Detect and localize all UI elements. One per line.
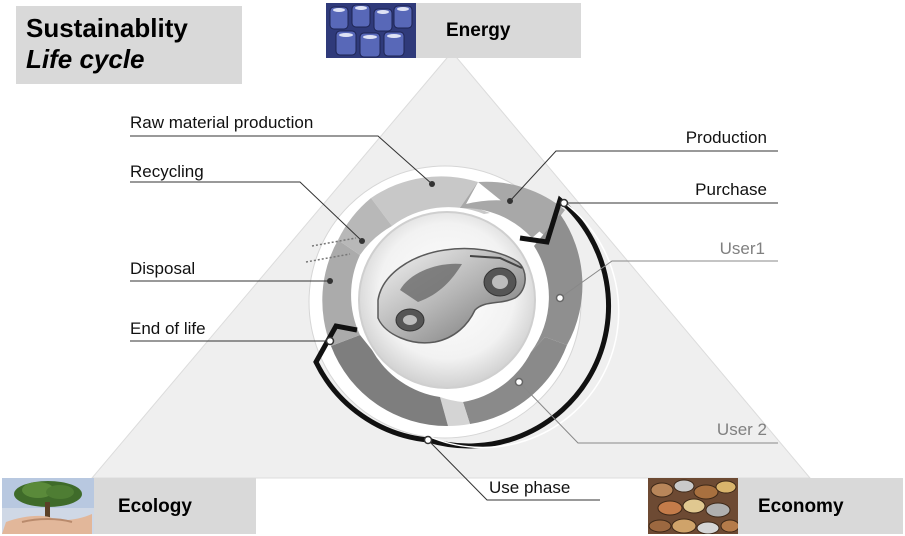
label-raw-material-production: Raw material production — [130, 113, 314, 132]
leader-production — [509, 150, 778, 202]
recycling-hint-line-2 — [305, 253, 351, 263]
leader-dots — [325, 181, 569, 445]
leader-raw-material — [130, 135, 433, 185]
leader-user2 — [518, 381, 778, 444]
tree-in-hands-icon — [2, 478, 94, 534]
leader-use-phase — [427, 439, 600, 501]
coins-pile-icon — [648, 478, 738, 534]
segment-use-gap — [440, 397, 470, 426]
segment-production — [460, 181, 565, 238]
concept-car-icon — [377, 247, 526, 344]
leader-user1 — [559, 260, 778, 299]
label-end-of-life: End of life — [130, 319, 206, 338]
economy-label: Economy — [758, 496, 844, 517]
use-phase-bracket — [313, 195, 612, 449]
segment-raw-material — [371, 176, 490, 226]
title-line-2: Life cycle — [26, 44, 145, 74]
title-line-1: Sustainablity — [26, 13, 188, 43]
segment-end-of-life — [331, 335, 448, 427]
recycling-hint-line-1 — [311, 237, 357, 247]
label-user2: User 2 — [716, 420, 767, 439]
label-use-phase: Use phase — [489, 478, 571, 497]
leader-recycling — [130, 181, 363, 242]
segment-user2 — [463, 337, 567, 424]
label-recycling: Recycling — [130, 162, 204, 181]
energy-label: Energy — [446, 20, 511, 41]
use-phase-bracket-inner — [427, 200, 620, 449]
label-purchase: Purchase — [695, 180, 767, 199]
battery-stack-icon — [326, 3, 416, 58]
label-disposal: Disposal — [130, 259, 196, 278]
segment-user1 — [531, 214, 583, 352]
title-box: Sustainablity Life cycle — [16, 6, 242, 84]
ecology-label: Ecology — [118, 496, 192, 517]
label-user1: User1 — [719, 239, 765, 258]
segment-recycling — [338, 198, 392, 255]
segment-disposal — [322, 240, 360, 346]
label-production: Production — [685, 128, 767, 147]
